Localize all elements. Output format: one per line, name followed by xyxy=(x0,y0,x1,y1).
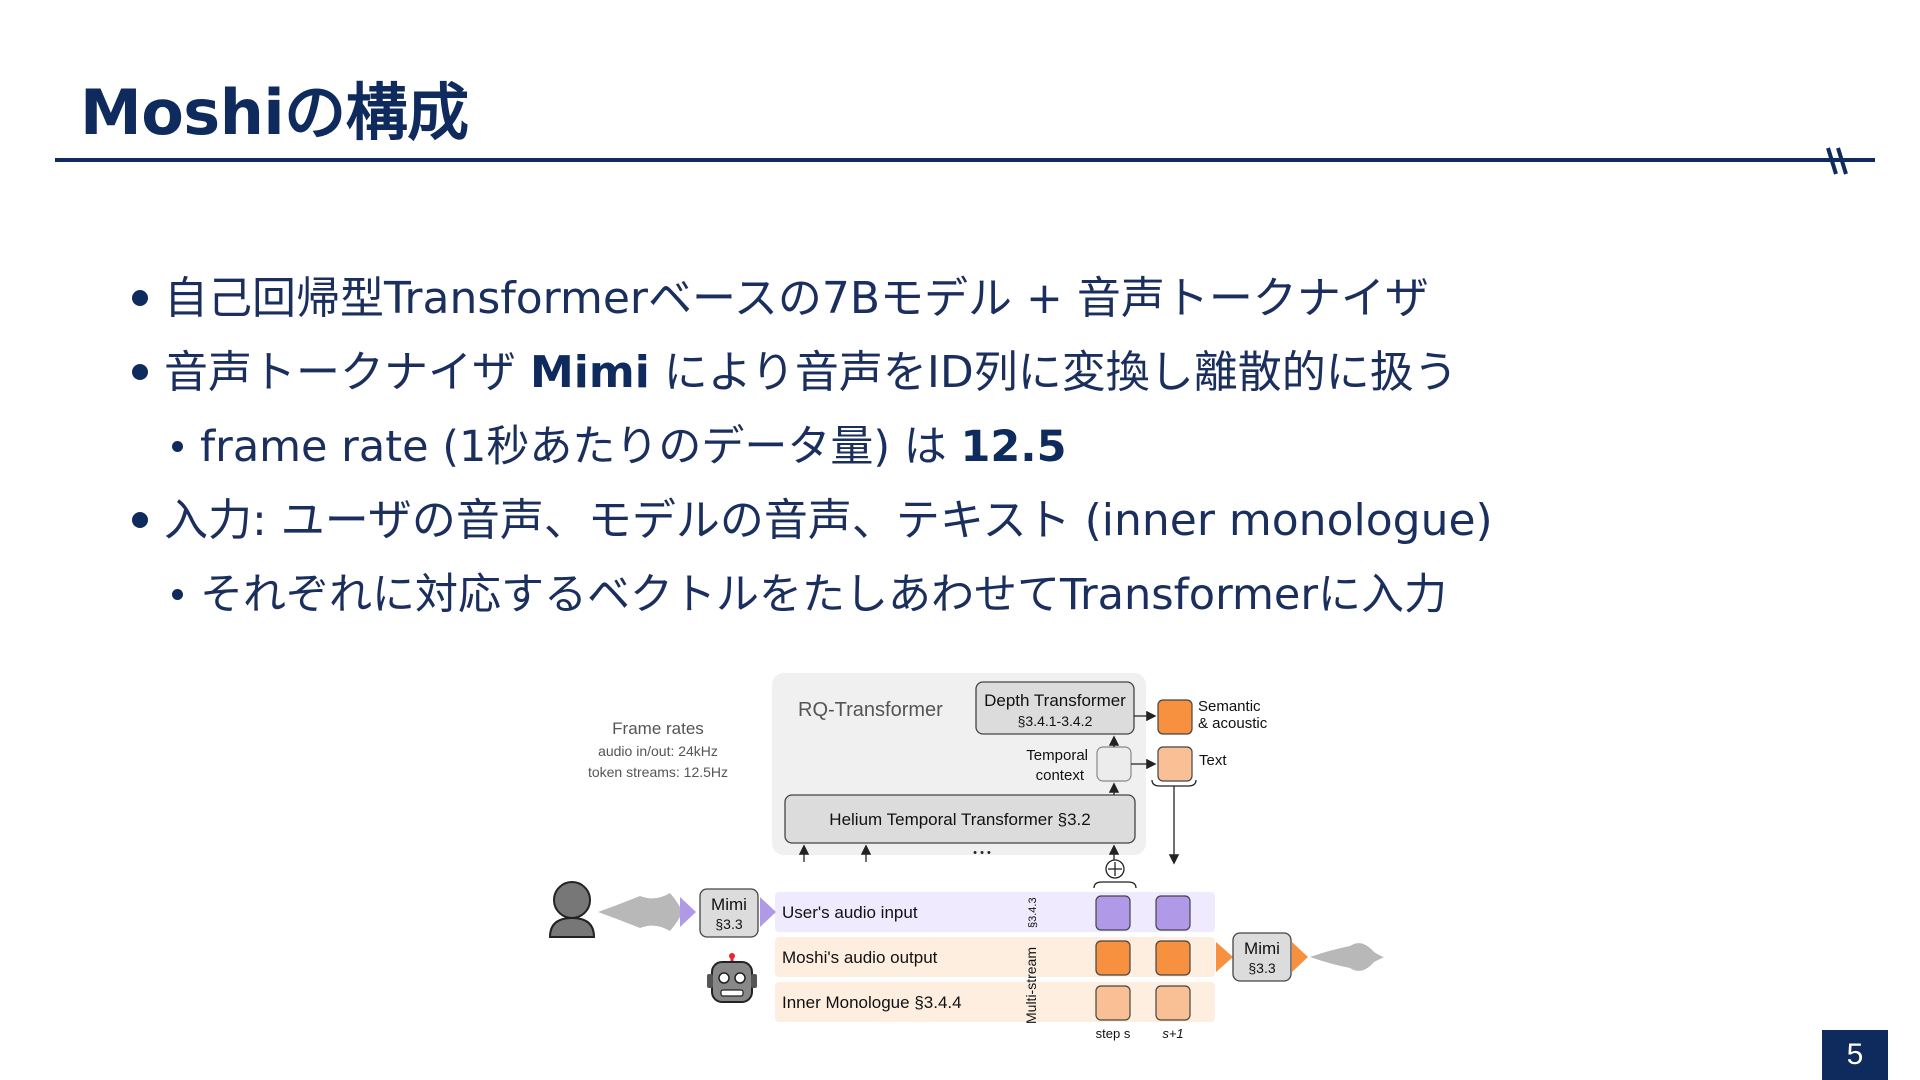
moshi-token xyxy=(1155,940,1191,976)
frame-rates-line: token streams: 12.5Hz xyxy=(588,764,728,780)
moshi-output-arrow xyxy=(1216,942,1233,972)
ellipsis: • • • xyxy=(973,847,991,859)
step-label: step s xyxy=(1096,1026,1131,1041)
stream-label: User's audio input xyxy=(782,903,918,922)
semantic-token xyxy=(1157,699,1193,735)
helium-transformer-box xyxy=(784,794,1136,844)
mimi-output-arrow xyxy=(760,897,776,927)
page-number: 5 xyxy=(1822,1030,1888,1080)
stream-label: Moshi's audio output xyxy=(782,948,938,967)
temporal-context-box xyxy=(1096,746,1132,782)
multi-stream-label: Multi-stream xyxy=(1023,947,1039,1024)
rq-transformer-label: RQ-Transformer xyxy=(798,699,943,721)
user-waveform-icon xyxy=(598,893,682,931)
bold-term: Mimi xyxy=(530,347,650,398)
inner-token xyxy=(1095,985,1131,1021)
moshi-token xyxy=(1095,940,1131,976)
mimi-decoder-section: §3.3 xyxy=(1248,960,1275,976)
text-token xyxy=(1157,746,1193,782)
robot-icon xyxy=(707,953,757,1003)
inner-token xyxy=(1155,985,1191,1021)
bold-term: 12.5 xyxy=(960,422,1067,472)
user-token xyxy=(1095,895,1131,931)
output-label: & acoustic xyxy=(1198,715,1268,732)
depth-transformer-box xyxy=(975,681,1135,735)
stream-label: Inner Monologue §3.4.4 xyxy=(782,993,962,1012)
frame-rates-title: Frame rates xyxy=(612,719,704,738)
multi-stream-section: §3.4.3 xyxy=(1027,897,1039,928)
temporal-context-label: Temporal xyxy=(1026,747,1088,764)
frame-rates-line: audio in/out: 24kHz xyxy=(598,743,718,759)
output-label: Text xyxy=(1199,752,1227,769)
sub-bullet-item: それぞれに対応するベクトルをたしあわせてTransformerに入力 xyxy=(130,558,1493,632)
bullet-item: 自己回帰型Transformerベースの7Bモデル + 音声トークナイザ xyxy=(130,262,1493,336)
helium-transformer-label: Helium Temporal Transformer §3.2 xyxy=(829,810,1090,829)
output-waveform-icon xyxy=(1310,943,1384,971)
mimi-encoder-label: Mimi xyxy=(711,895,747,914)
title-rule-mark xyxy=(1826,147,1848,175)
bullet-item: 音声トークナイザ Mimi により音声をID列に変換し離散的に扱う xyxy=(130,336,1493,410)
user-icon xyxy=(548,881,596,938)
mimi-decoder-label: Mimi xyxy=(1244,939,1280,958)
mimi-decoder-arrow xyxy=(1292,942,1308,972)
user-input-arrow xyxy=(680,897,696,927)
user-token xyxy=(1155,895,1191,931)
bullet-list: 自己回帰型Transformerベースの7Bモデル + 音声トークナイザ 音声ト… xyxy=(130,262,1493,632)
output-label: Semantic xyxy=(1198,698,1261,715)
temporal-context-label: context xyxy=(1036,767,1085,784)
step-label: s+1 xyxy=(1162,1026,1183,1041)
bullet-item: 入力: ユーザの音声、モデルの音声、テキスト (inner monologue) xyxy=(130,484,1493,558)
mimi-decoder-box xyxy=(1232,932,1292,982)
slide-title: Moshiの構成 xyxy=(80,76,469,149)
depth-transformer-label: Depth Transformer xyxy=(984,691,1126,710)
title-rule xyxy=(55,158,1875,162)
mimi-encoder-box xyxy=(699,888,759,938)
mimi-encoder-section: §3.3 xyxy=(715,916,742,932)
sub-bullet-item: frame rate (1秒あたりのデータ量) は 12.5 xyxy=(130,410,1493,484)
depth-transformer-section: §3.4.1-3.4.2 xyxy=(1018,713,1093,729)
